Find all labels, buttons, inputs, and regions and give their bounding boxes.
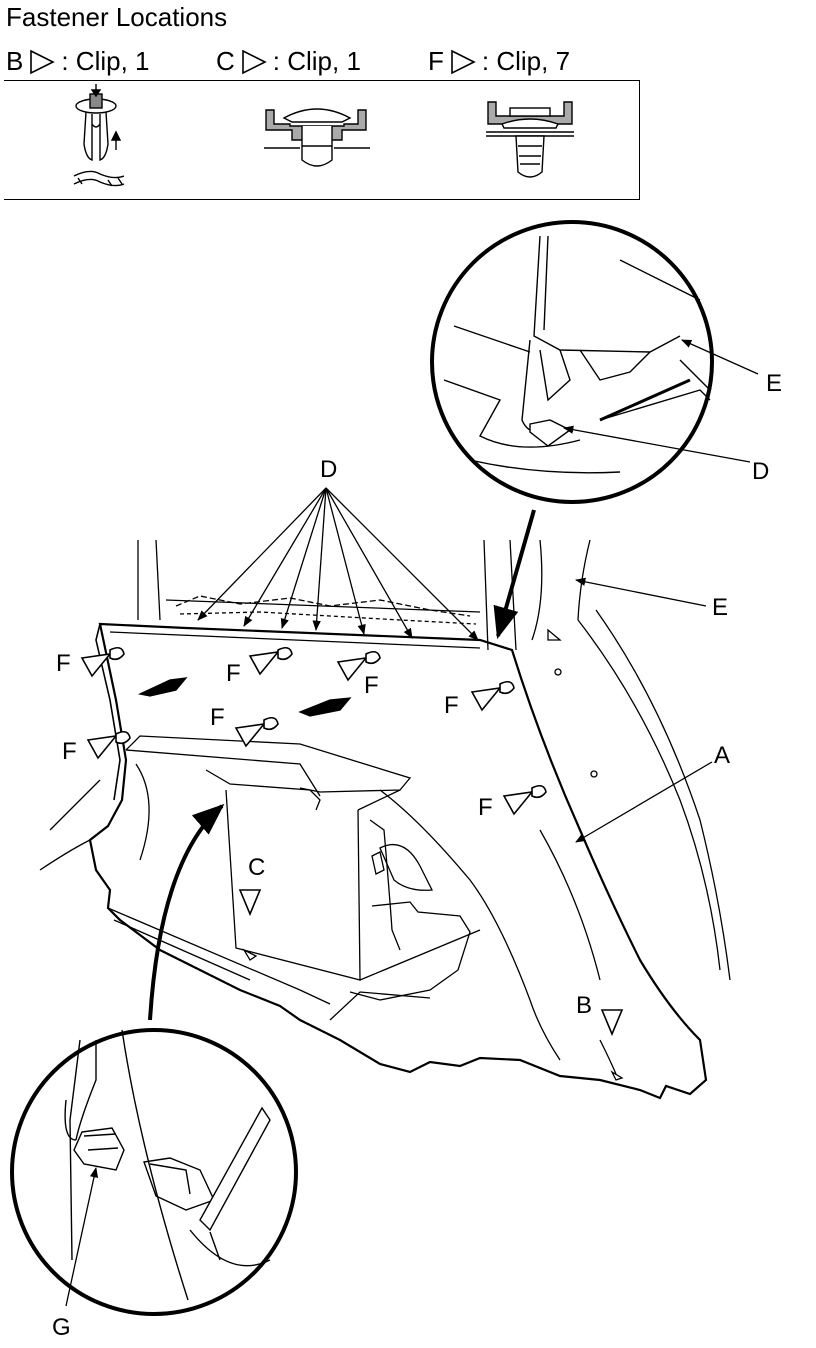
legend-letter: C (216, 46, 235, 76)
page-title: Fastener Locations (6, 2, 228, 32)
callout-f: F (444, 692, 459, 719)
callout-d-detail: D (752, 458, 770, 485)
callout-e-main: E (712, 594, 729, 621)
callout-c: C (248, 854, 266, 881)
callout-a: A (714, 742, 731, 769)
legend-text: : Clip, 1 (272, 46, 361, 76)
legend-item-f: F : Clip, 7 (428, 46, 570, 77)
callout-g: G (52, 1314, 71, 1341)
legend-item-c: C : Clip, 1 (216, 46, 361, 77)
legend-text: : Clip, 1 (61, 46, 150, 76)
legend-box (4, 80, 640, 200)
triangle-outline-icon (241, 49, 267, 74)
triangle-outline-icon (451, 49, 476, 74)
callout-b: B (576, 992, 593, 1019)
f-clip-markers (80, 646, 624, 1037)
callout-f: F (62, 738, 77, 765)
callout-f: F (210, 704, 225, 731)
legend-item-b: B : Clip, 1 (6, 46, 150, 77)
trim-clip-icon (264, 108, 370, 167)
callout-f: F (226, 660, 241, 687)
push-rivet-clip-icon (73, 84, 125, 187)
fir-tree-clip-icon (486, 101, 574, 178)
callout-f: F (56, 650, 71, 677)
callout-e-detail: E (766, 370, 783, 397)
callout-f: F (364, 672, 379, 699)
legend-text: : Clip, 7 (481, 46, 571, 76)
callout-d-main: D (320, 456, 338, 483)
callout-f: F (478, 794, 493, 821)
legend-letter: B (6, 46, 24, 76)
legend-letter: F (428, 46, 444, 76)
triangle-outline-icon (30, 49, 56, 74)
